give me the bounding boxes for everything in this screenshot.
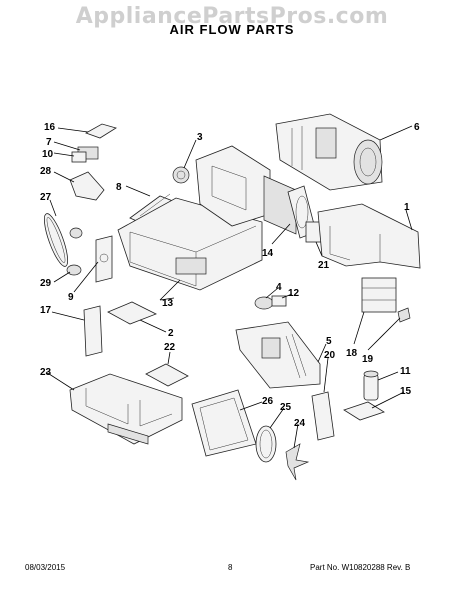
- callout-11: 11: [400, 366, 411, 377]
- watermark: AppliancePartsPros.com: [75, 4, 389, 29]
- part-22-drawing: [145, 363, 189, 387]
- part-15-drawing: [343, 401, 385, 421]
- callout-20: 20: [324, 350, 336, 361]
- callout-7: 7: [46, 137, 52, 148]
- callout-6: 6: [414, 122, 420, 133]
- part-12-drawing: [271, 295, 287, 307]
- part-17-drawing: [83, 305, 103, 357]
- callout-19: 19: [362, 354, 374, 365]
- footer-part-number: Part No. W10820288 Rev. B: [310, 563, 411, 572]
- page-title: AIR FLOW PARTS: [169, 22, 295, 37]
- callout-5: 5: [326, 336, 332, 347]
- part-29-drawing: [66, 264, 82, 276]
- callout-10: 10: [42, 149, 54, 160]
- callout-24: 24: [294, 418, 306, 429]
- callout-4: 4: [276, 282, 282, 293]
- callout-21: 21: [318, 260, 330, 271]
- callout-1: 1: [404, 202, 410, 213]
- part-3-drawing: [172, 166, 190, 184]
- callout-22: 22: [164, 342, 176, 353]
- callout-27: 27: [40, 192, 52, 203]
- part-18-drawing: [361, 277, 397, 313]
- part-28-drawing: [69, 171, 105, 201]
- callout-18: 18: [346, 348, 358, 359]
- part-27-drawing: [43, 213, 69, 267]
- part-16-drawing: [85, 123, 117, 139]
- callout-12: 12: [288, 288, 300, 299]
- callout-3: 3: [197, 132, 203, 143]
- callout-28: 28: [40, 166, 52, 177]
- part-20-drawing: [311, 391, 335, 441]
- part-25-drawing: [255, 425, 277, 463]
- part-11-drawing: [363, 373, 379, 401]
- part-19-drawing: [397, 307, 411, 323]
- callout-23: 23: [40, 367, 52, 378]
- part-10-drawing: [71, 151, 87, 163]
- callout-29: 29: [40, 278, 52, 289]
- callout-13: 13: [162, 298, 174, 309]
- callout-25: 25: [280, 402, 292, 413]
- callout-16: 16: [44, 122, 56, 133]
- callout-8: 8: [116, 182, 122, 193]
- callout-9: 9: [68, 292, 74, 303]
- callout-14: 14: [262, 248, 274, 259]
- callout-26: 26: [262, 396, 274, 407]
- callout-15: 15: [400, 386, 412, 397]
- part-4-drawing: [254, 296, 274, 310]
- part-1-drawing: [317, 203, 421, 269]
- footer-date: 08/03/2015: [25, 563, 66, 572]
- part-2-drawing: [107, 301, 157, 325]
- part-23-drawing: [69, 373, 183, 445]
- part-9-drawing: [95, 235, 113, 283]
- footer-page-number: 8: [228, 563, 233, 572]
- part-24-drawing: [285, 443, 310, 481]
- callout-17: 17: [40, 305, 52, 316]
- callout-2: 2: [168, 328, 174, 339]
